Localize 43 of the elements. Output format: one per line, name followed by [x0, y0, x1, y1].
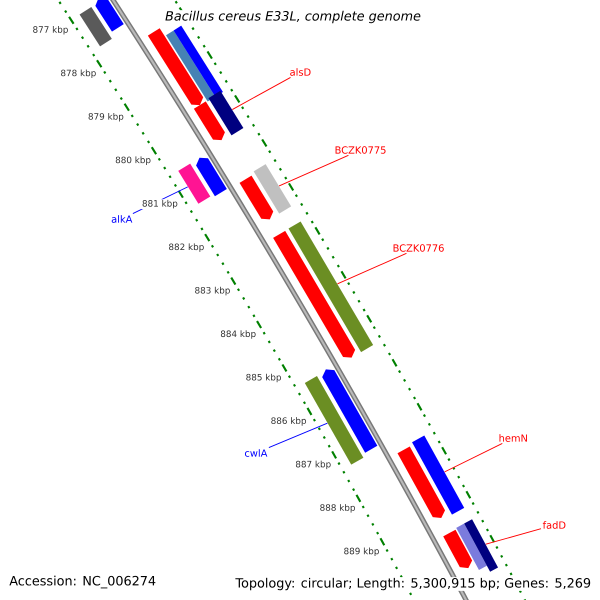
gene-label: alsD	[290, 68, 311, 76]
gene-feature	[443, 530, 472, 568]
scale-label: 886 kbp	[270, 416, 308, 426]
gene-label: BCZK0776	[394, 244, 444, 252]
gene-label: cwlA	[244, 449, 268, 457]
gene-feature	[412, 436, 464, 515]
gene-feature	[80, 6, 112, 46]
scale-label: 884 kbp	[220, 330, 257, 340]
scale-label: 883 kbp	[194, 286, 232, 296]
leader-line	[337, 252, 407, 284]
scale-label: 880 kbp	[114, 156, 152, 166]
leader-line	[268, 422, 328, 448]
gene-feature	[273, 230, 356, 358]
gene-feature	[196, 158, 227, 196]
footer-text: Accession: NC_006274	[7, 574, 158, 590]
gene-label: fadD	[542, 521, 566, 529]
gene-feature	[456, 524, 487, 570]
title: Bacillus cereus E33L, complete genome	[164, 10, 422, 24]
gene-feature	[288, 221, 374, 352]
scale-label: 885 kbp	[244, 373, 282, 383]
gene-feature	[95, 0, 124, 32]
gene-label: BCZK0775	[336, 146, 386, 154]
gene-feature	[398, 446, 446, 518]
leader-line	[485, 528, 542, 545]
leader-line	[278, 154, 349, 186]
gene-feature	[174, 26, 223, 97]
gene-feature	[166, 30, 216, 102]
gene-feature	[254, 164, 292, 214]
scale-label: 881 kbp	[141, 199, 178, 210]
leader-line	[232, 76, 292, 110]
gene-feature	[464, 519, 498, 572]
gene-feature	[178, 164, 210, 204]
gene-label: alkA	[112, 215, 132, 223]
gene-feature	[194, 101, 225, 140]
gene-feature	[322, 369, 378, 453]
footer-text: Topology: circular; Length: 5,300,915 bp; Genes: 5,269	[234, 577, 592, 591]
gene-label: hemN	[500, 434, 527, 442]
leader-line	[444, 442, 503, 472]
scale-label: 887 kbp	[294, 460, 332, 470]
gene-feature	[148, 28, 204, 106]
scale-label: 882 kbp	[168, 242, 205, 253]
gene-feature	[240, 176, 274, 220]
gene-feature	[208, 90, 244, 136]
